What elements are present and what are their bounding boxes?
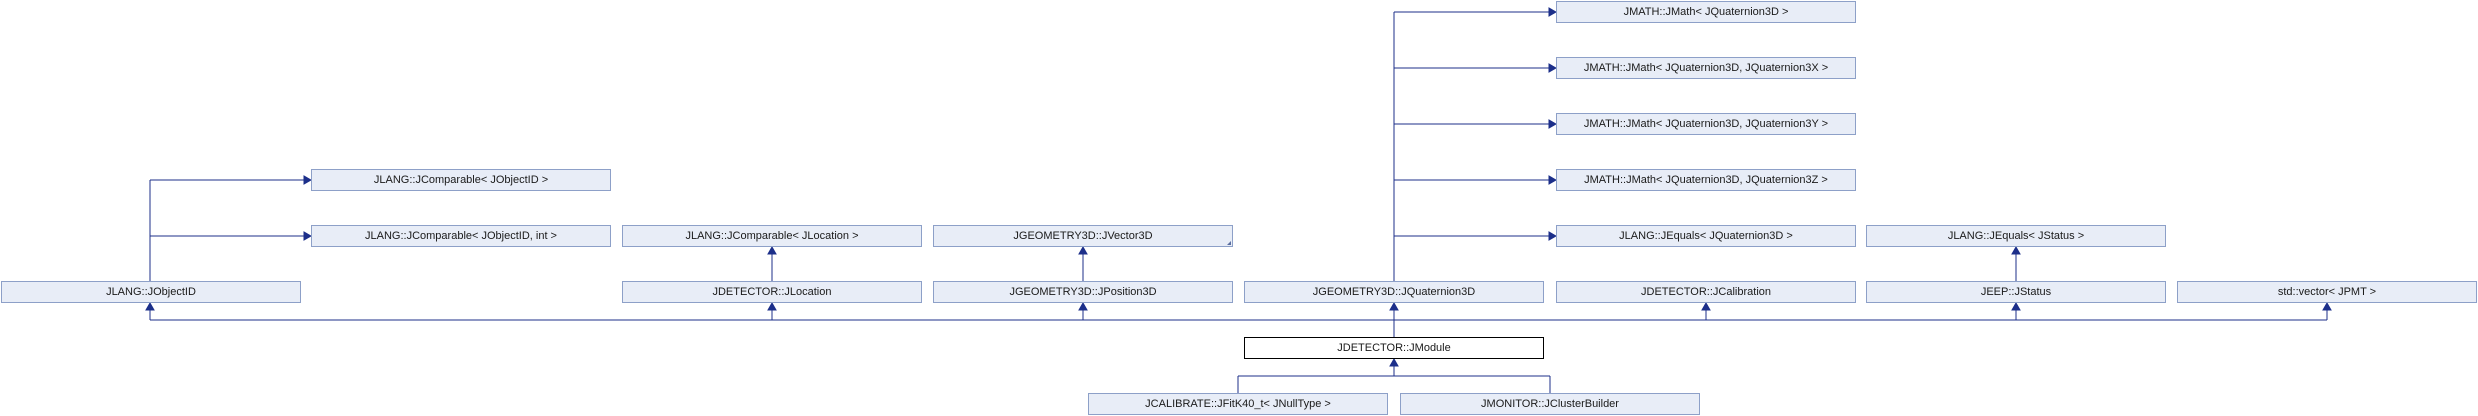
node-jlocation[interactable]: JDETECTOR::JLocation bbox=[622, 281, 922, 303]
inheritance-arrow-icon bbox=[303, 231, 313, 241]
node-label: JMATH::JMath< JQuaternion3D, JQuaternion… bbox=[1583, 118, 1829, 130]
node-jmodule: JDETECTOR::JModule bbox=[1244, 337, 1544, 359]
inheritance-arrow-icon bbox=[1548, 119, 1558, 129]
inheritance-arrow-icon bbox=[1548, 7, 1558, 17]
node-label: JDETECTOR::JLocation bbox=[712, 286, 832, 298]
inheritance-arrow-icon bbox=[2322, 301, 2332, 311]
inheritance-arrow-icon bbox=[1078, 245, 1088, 255]
node-label: JLANG::JComparable< JLocation > bbox=[685, 230, 859, 242]
inheritance-arrow-icon bbox=[303, 175, 313, 185]
node-jvector3d[interactable]: JGEOMETRY3D::JVector3D bbox=[933, 225, 1233, 247]
node-jcomparable-objectid-int[interactable]: JLANG::JComparable< JObjectID, int > bbox=[311, 225, 611, 247]
node-vector-jpmt[interactable]: std::vector< JPMT > bbox=[2177, 281, 2477, 303]
node-label: JGEOMETRY3D::JVector3D bbox=[1013, 230, 1153, 242]
node-label: JDETECTOR::JModule bbox=[1337, 342, 1451, 354]
inheritance-arrow-icon bbox=[1701, 301, 1711, 311]
node-jmath-quaternion3d[interactable]: JMATH::JMath< JQuaternion3D > bbox=[1556, 1, 1856, 23]
inheritance-arrow-icon bbox=[2011, 301, 2021, 311]
node-jclusterbuilder[interactable]: JMONITOR::JClusterBuilder bbox=[1400, 393, 1700, 415]
node-jequals-jstatus[interactable]: JLANG::JEquals< JStatus > bbox=[1866, 225, 2166, 247]
node-label: JEEP::JStatus bbox=[1980, 286, 2052, 298]
node-label: std::vector< JPMT > bbox=[2277, 286, 2377, 298]
inheritance-arrow-icon bbox=[1078, 301, 1088, 311]
inheritance-arrow-icon bbox=[767, 245, 777, 255]
node-jstatus[interactable]: JEEP::JStatus bbox=[1866, 281, 2166, 303]
fold-corner-icon bbox=[1227, 241, 1231, 245]
node-label: JLANG::JEquals< JQuaternion3D > bbox=[1619, 230, 1793, 242]
inheritance-arrow-icon bbox=[767, 301, 777, 311]
node-jfitk40[interactable]: JCALIBRATE::JFitK40_t< JNullType > bbox=[1088, 393, 1388, 415]
node-label: JMATH::JMath< JQuaternion3D > bbox=[1623, 6, 1789, 18]
node-label: JLANG::JObjectID bbox=[106, 286, 196, 298]
node-label: JMATH::JMath< JQuaternion3D, JQuaternion… bbox=[1584, 174, 1828, 186]
node-jcalibration[interactable]: JDETECTOR::JCalibration bbox=[1556, 281, 1856, 303]
node-jmath-quaternion3d-3x[interactable]: JMATH::JMath< JQuaternion3D, JQuaternion… bbox=[1556, 57, 1856, 79]
inheritance-arrow-icon bbox=[1548, 231, 1558, 241]
node-label: JGEOMETRY3D::JPosition3D bbox=[1009, 286, 1157, 298]
node-label: JLANG::JEquals< JStatus > bbox=[1947, 230, 2085, 242]
node-jposition3d[interactable]: JGEOMETRY3D::JPosition3D bbox=[933, 281, 1233, 303]
node-jcomparable-objectid[interactable]: JLANG::JComparable< JObjectID > bbox=[311, 169, 611, 191]
node-label: JCALIBRATE::JFitK40_t< JNullType > bbox=[1145, 398, 1331, 410]
node-jobjectid[interactable]: JLANG::JObjectID bbox=[1, 281, 301, 303]
inheritance-arrow-icon bbox=[2011, 245, 2021, 255]
node-label: JLANG::JComparable< JObjectID, int > bbox=[365, 230, 557, 242]
node-label: JMONITOR::JClusterBuilder bbox=[1481, 398, 1619, 410]
node-jmath-quaternion3d-3z[interactable]: JMATH::JMath< JQuaternion3D, JQuaternion… bbox=[1556, 169, 1856, 191]
node-jmath-quaternion3d-3y[interactable]: JMATH::JMath< JQuaternion3D, JQuaternion… bbox=[1556, 113, 1856, 135]
inheritance-arrow-icon bbox=[1389, 357, 1399, 367]
node-jcomparable-location[interactable]: JLANG::JComparable< JLocation > bbox=[622, 225, 922, 247]
node-jequals-quaternion3d[interactable]: JLANG::JEquals< JQuaternion3D > bbox=[1556, 225, 1856, 247]
inheritance-arrow-icon bbox=[145, 301, 155, 311]
node-jquaternion3d[interactable]: JGEOMETRY3D::JQuaternion3D bbox=[1244, 281, 1544, 303]
node-label: JDETECTOR::JCalibration bbox=[1641, 286, 1771, 298]
node-label: JMATH::JMath< JQuaternion3D, JQuaternion… bbox=[1583, 62, 1829, 74]
inheritance-arrow-icon bbox=[1548, 63, 1558, 73]
node-label: JLANG::JComparable< JObjectID > bbox=[373, 174, 549, 186]
inheritance-arrow-icon bbox=[1389, 301, 1399, 311]
inheritance-arrow-icon bbox=[1548, 175, 1558, 185]
node-label: JGEOMETRY3D::JQuaternion3D bbox=[1312, 286, 1476, 298]
